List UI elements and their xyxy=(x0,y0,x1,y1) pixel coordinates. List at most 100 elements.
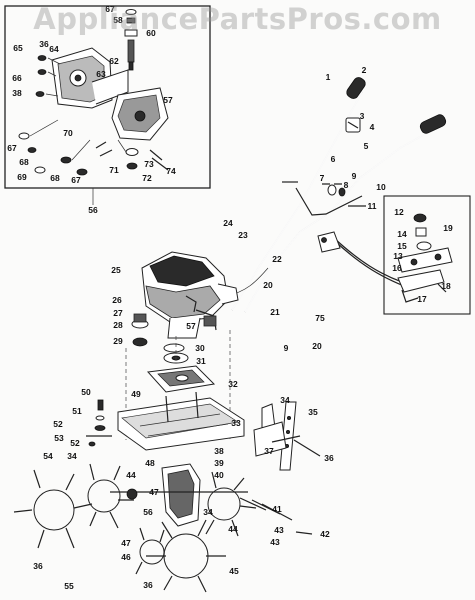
callout-7: 7 xyxy=(320,173,325,183)
callout-35: 35 xyxy=(308,407,318,417)
callout-49: 49 xyxy=(131,389,141,399)
left-grip xyxy=(346,77,366,99)
callout-9-lower: 9 xyxy=(284,343,289,353)
callout-47-lower: 47 xyxy=(121,538,131,548)
callout-20-lower: 20 xyxy=(312,341,322,351)
callout-1: 1 xyxy=(326,72,331,82)
callout-22: 22 xyxy=(272,254,282,264)
tine-shield xyxy=(117,391,245,451)
callout-40: 40 xyxy=(214,470,224,480)
callout-52-a: 52 xyxy=(53,419,63,429)
callout-34-mid: 34 xyxy=(203,507,213,517)
callout-27: 27 xyxy=(113,308,123,318)
callout-24: 24 xyxy=(223,218,233,228)
callout-53: 53 xyxy=(54,433,64,443)
callout-64: 64 xyxy=(49,44,59,54)
callout-70: 70 xyxy=(63,128,73,138)
callout-9: 9 xyxy=(352,171,357,181)
callout-13: 13 xyxy=(393,251,403,261)
callout-65: 65 xyxy=(13,43,23,53)
callout-67: 67 xyxy=(105,4,115,14)
callout-14: 14 xyxy=(397,229,407,239)
spark-plug xyxy=(124,9,138,71)
callout-4: 4 xyxy=(370,122,375,132)
callout-67-c: 67 xyxy=(71,175,81,185)
callout-19: 19 xyxy=(443,223,453,233)
callout-63: 63 xyxy=(96,69,106,79)
callout-50: 50 xyxy=(81,387,91,397)
callout-26: 26 xyxy=(112,295,122,305)
callout-62: 62 xyxy=(109,56,119,66)
callout-38: 38 xyxy=(214,446,224,456)
callout-28: 28 xyxy=(113,320,123,330)
callout-75: 75 xyxy=(315,313,325,323)
right-grip xyxy=(419,114,447,134)
callout-66: 66 xyxy=(12,73,22,83)
callout-52-b: 52 xyxy=(70,438,80,448)
callout-33: 33 xyxy=(231,418,241,428)
callout-37: 37 xyxy=(264,446,274,456)
callout-47-upper: 47 xyxy=(149,487,159,497)
callout-36-inset: 36 xyxy=(39,39,49,49)
depth-stake xyxy=(253,401,321,471)
callout-20-upper: 20 xyxy=(263,280,273,290)
callout-46: 46 xyxy=(121,552,131,562)
callout-5: 5 xyxy=(364,141,369,151)
callout-74: 74 xyxy=(166,166,176,176)
callout-11: 11 xyxy=(368,201,377,211)
callout-71: 71 xyxy=(109,165,119,175)
callout-31: 31 xyxy=(196,356,206,366)
callout-39: 39 xyxy=(214,458,224,468)
callout-69: 69 xyxy=(17,172,27,182)
callout-34-upper: 34 xyxy=(280,395,290,405)
callout-6: 6 xyxy=(331,154,336,164)
callout-38-inset: 38 xyxy=(12,88,22,98)
callout-29: 29 xyxy=(113,336,123,346)
callout-10: 10 xyxy=(376,182,386,192)
clutch-hardware-detail xyxy=(383,195,471,315)
callout-58: 58 xyxy=(113,15,123,25)
engine-mount-parts xyxy=(131,313,189,364)
cylinder-head xyxy=(51,47,129,109)
bolt-stack xyxy=(86,399,112,447)
callout-51: 51 xyxy=(72,406,82,416)
callout-44-left: 44 xyxy=(126,470,136,480)
callout-17: 17 xyxy=(417,294,427,304)
callout-34-left: 34 xyxy=(67,451,77,461)
inset-reference-56: 56 xyxy=(88,205,98,215)
callout-54: 54 xyxy=(43,451,53,461)
callout-43-a: 43 xyxy=(274,525,284,535)
callout-32: 32 xyxy=(228,379,238,389)
callout-42: 42 xyxy=(320,529,330,539)
callout-45: 45 xyxy=(229,566,239,576)
callout-44-right: 44 xyxy=(228,524,238,534)
callout-2: 2 xyxy=(362,65,367,75)
callout-68-b: 68 xyxy=(50,173,60,183)
callout-21: 21 xyxy=(270,307,280,317)
engine xyxy=(141,251,239,339)
callout-55: 55 xyxy=(64,581,74,591)
callout-41: 41 xyxy=(272,504,282,514)
tines-left xyxy=(13,463,138,549)
tines-right xyxy=(135,471,313,593)
callout-67-b: 67 xyxy=(7,143,17,153)
callout-23: 23 xyxy=(238,230,248,240)
callout-48: 48 xyxy=(145,458,155,468)
callout-16: 16 xyxy=(392,263,402,273)
callout-57: 57 xyxy=(186,321,196,331)
callout-36-bottom: 36 xyxy=(143,580,153,590)
callout-73: 73 xyxy=(144,159,154,169)
callout-57-inset: 57 xyxy=(163,95,173,105)
callout-68-a: 68 xyxy=(19,157,29,167)
callout-3: 3 xyxy=(360,111,365,121)
callout-15: 15 xyxy=(397,241,407,251)
transmission-mount xyxy=(146,365,216,393)
callout-12: 12 xyxy=(394,207,404,217)
callout-60: 60 xyxy=(146,28,156,38)
callout-8: 8 xyxy=(344,180,349,190)
blower-housing xyxy=(111,87,169,141)
engine-detail-inset xyxy=(4,5,211,205)
callout-30: 30 xyxy=(195,343,205,353)
